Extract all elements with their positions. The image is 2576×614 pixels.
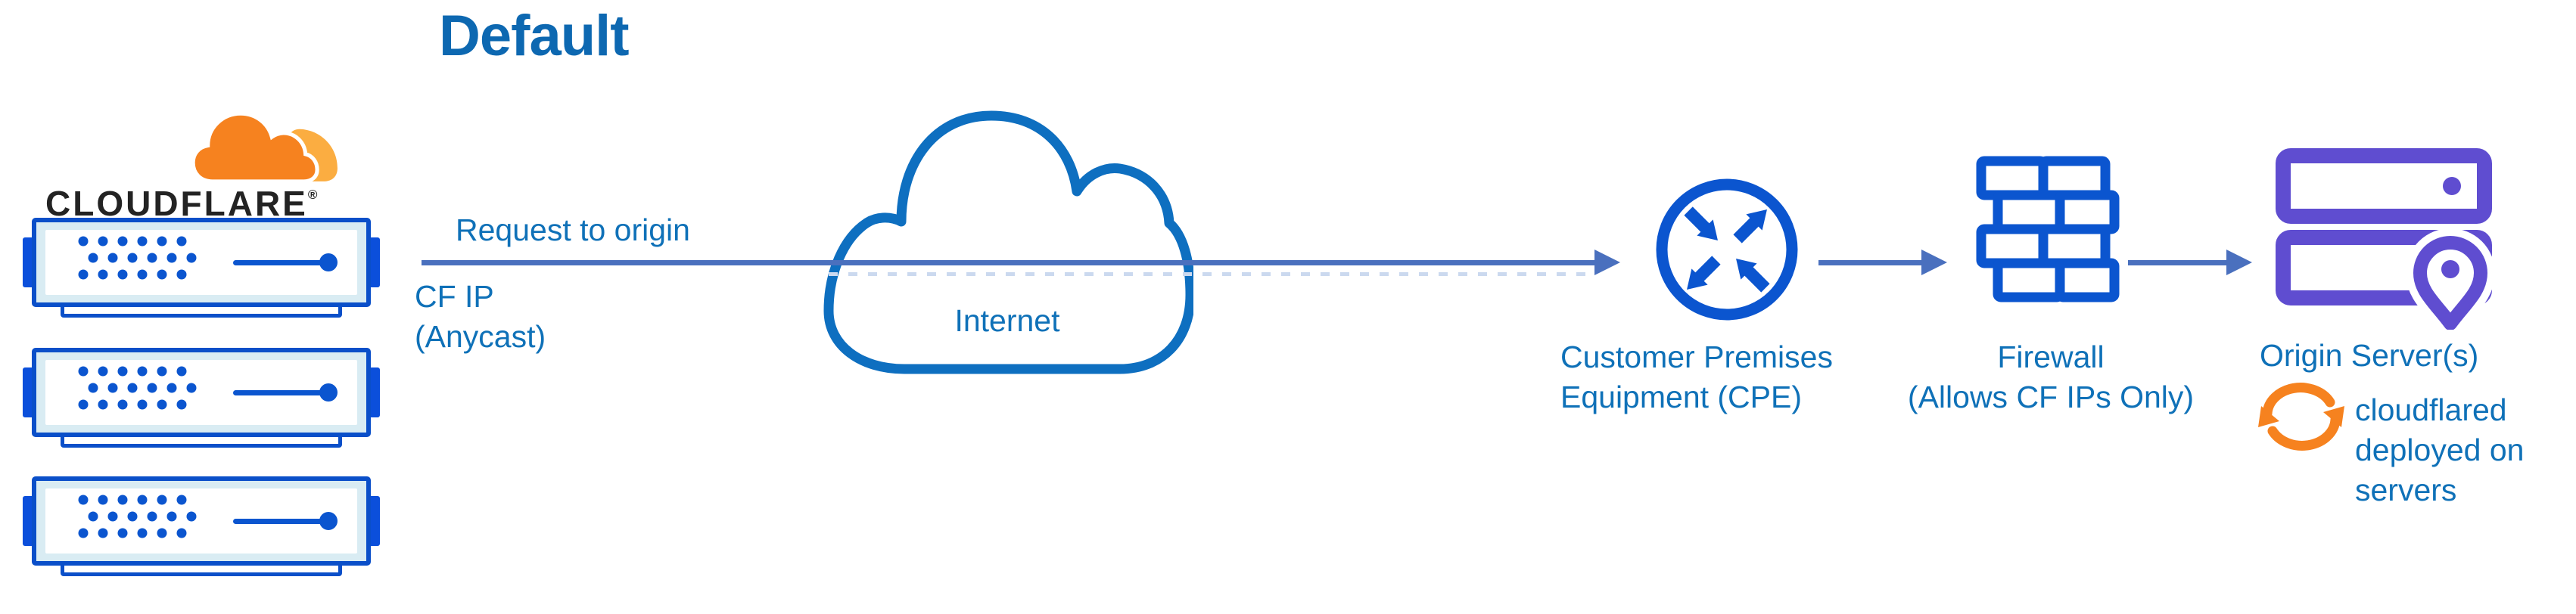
rack-face (45, 488, 357, 554)
internet-label: Internet (954, 303, 1060, 338)
rack-slot-line (233, 260, 328, 265)
response-dashed-line (829, 272, 1594, 276)
cloudflared-note: cloudflared deployed on servers (2355, 390, 2524, 510)
request-arrow-line (422, 260, 1594, 265)
cloudflare-logo: CLOUDFLARE® (42, 101, 353, 230)
origin-server-icon (2276, 148, 2494, 330)
rack-led-dot (319, 383, 338, 402)
cloudflare-wordmark-text: CLOUDFLARE (45, 184, 308, 223)
firewall-to-origin-line (2128, 260, 2226, 265)
rack-led-dot (319, 253, 338, 271)
rack-led-dot (319, 512, 338, 530)
rack-body (32, 218, 371, 307)
rack-vents-icon (78, 236, 197, 280)
rack-face (45, 230, 357, 295)
rack-face (45, 360, 357, 425)
firewall-brick-icon (1976, 156, 2120, 302)
cloudflared-note-line3: servers (2355, 473, 2457, 507)
pin-center-dot (2441, 260, 2459, 278)
cloudflare-wordmark: CLOUDFLARE® (45, 183, 317, 224)
cloudflared-note-line2: deployed on (2355, 433, 2525, 467)
cpe-to-firewall-line (1818, 260, 1921, 265)
page-title: Default (439, 4, 630, 68)
firewall-to-origin-arrowhead (2226, 250, 2252, 275)
cf-server-rack-1 (23, 218, 380, 319)
rack-vents-icon (78, 366, 197, 410)
cpe-label-line2: Equipment (CPE) (1560, 380, 1803, 414)
cpe-label: Customer Premises Equipment (CPE) (1560, 337, 1833, 417)
cloudflare-cloud-icon (191, 111, 338, 184)
cpe-label-line1: Customer Premises (1560, 340, 1833, 374)
firewall-label: Firewall (Allows CF IPs Only) (1854, 337, 2248, 417)
anycast-line: (Anycast) (415, 319, 546, 354)
server-led-dot (2443, 177, 2461, 195)
rack-slot-line (233, 519, 328, 524)
cf-ip-anycast-label: CF IP (Anycast) (415, 277, 546, 357)
rack-vents-icon (78, 495, 197, 538)
location-pin-icon (2413, 236, 2487, 330)
firewall-label-line2: (Allows CF IPs Only) (1907, 380, 2195, 414)
rack-slot-line (233, 390, 328, 395)
cpe-to-firewall-arrowhead (1921, 250, 1947, 275)
cloudflared-note-line1: cloudflared (2355, 392, 2507, 427)
request-to-origin-label: Request to origin (456, 212, 690, 247)
cf-server-rack-3 (23, 476, 380, 578)
sync-arrows-icon (2258, 383, 2344, 451)
cf-server-rack-2 (23, 348, 380, 449)
rack-body (32, 348, 371, 437)
registered-mark: ® (307, 188, 318, 202)
cpe-router-icon (1656, 178, 1798, 321)
request-arrowhead (1594, 250, 1620, 275)
firewall-label-line1: Firewall (1997, 340, 2105, 374)
cf-ip-line: CF IP (415, 279, 494, 314)
origin-server-label: Origin Server(s) (2260, 338, 2479, 373)
rack-body (32, 476, 371, 566)
